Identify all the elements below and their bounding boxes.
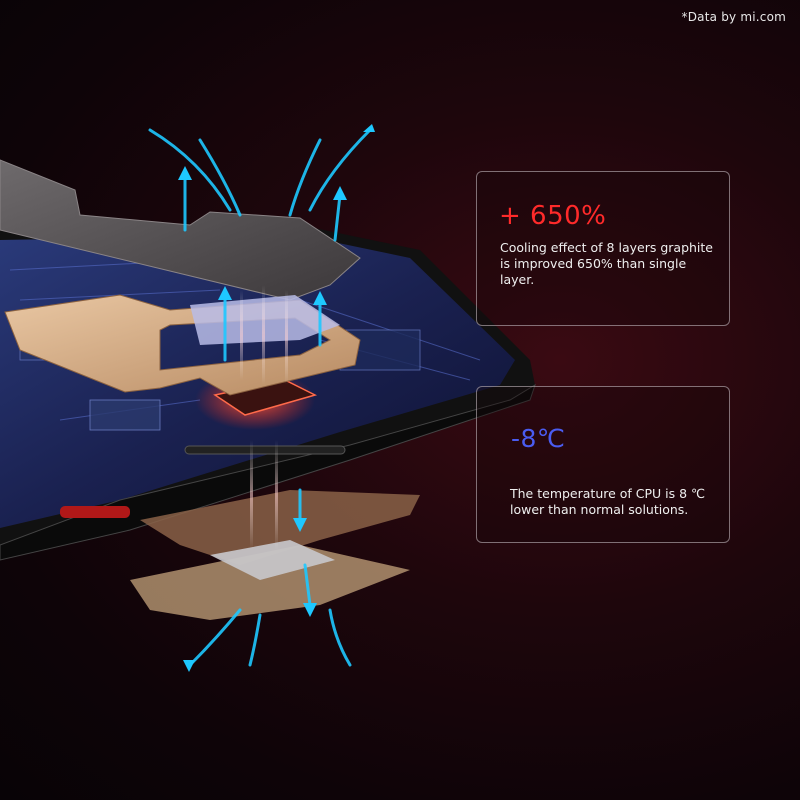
lower-graphite-layer — [130, 545, 410, 620]
copper-heat-frame — [4, 294, 361, 396]
graphite-layer-plate — [0, 159, 361, 301]
temperature-drop-stat: -8℃ — [511, 424, 566, 453]
cooling-percent-stat: + 650% — [499, 201, 607, 231]
cooling-effect-card: + 650% Cooling effect of 8 layers graphi… — [476, 171, 730, 326]
cpu-temperature-card: -8℃ The temperature of CPU is 8 ℃ lower … — [476, 386, 730, 543]
temperature-description: The temperature of CPU is 8 ℃ lower than… — [510, 486, 706, 517]
data-source-credit: *Data by mi.com — [681, 10, 786, 24]
power-button — [60, 506, 130, 518]
airflow-down-arrowheads — [183, 518, 317, 672]
volume-button — [184, 445, 346, 455]
cooling-description: Cooling effect of 8 layers graphite is i… — [500, 240, 713, 287]
heat-beams — [240, 285, 288, 550]
airflow-arrowheads — [178, 124, 375, 305]
lower-copper-layer — [140, 490, 420, 565]
lower-metal-plate — [210, 540, 335, 580]
airflow-up-arrows — [148, 128, 372, 362]
